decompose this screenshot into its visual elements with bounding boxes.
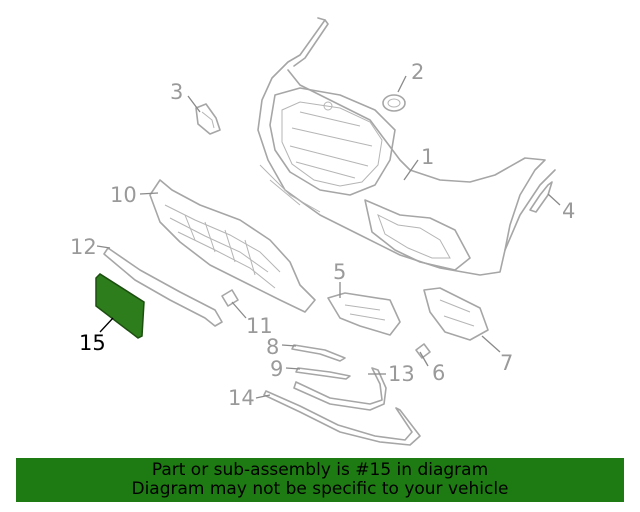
callout-10: 10 [110,183,137,207]
callout-9: 9 [270,357,283,381]
callout-8: 8 [266,335,279,359]
callout-7: 7 [500,351,513,375]
callout-5: 5 [333,260,346,284]
part-14-lower-trim[interactable] [263,390,421,446]
callout-15: 15 [79,331,106,355]
part-3-bracket[interactable] [195,103,221,135]
part-5-side-insert[interactable] [327,292,401,336]
part-13-curved-trim[interactable] [293,367,387,411]
part-9-trim-strip[interactable] [295,367,351,380]
part-11-clip[interactable] [221,289,239,307]
banner-line-part-number: Part or sub-assembly is #15 in diagram [151,460,489,480]
callout-2: 2 [411,60,424,84]
part-8-trim-strip[interactable] [291,344,346,362]
leader-lines [96,75,561,399]
callout-6: 6 [432,361,445,385]
banner-line-disclaimer: Diagram may not be specific to your vehi… [131,479,509,499]
callout-1: 1 [421,145,434,169]
callout-12: 12 [70,235,97,259]
part-6-clip[interactable] [415,343,431,359]
part-7-side-insert[interactable] [423,287,489,341]
callout-13: 13 [388,362,415,386]
part-12-trim-strip[interactable] [103,247,223,327]
callout-14: 14 [228,386,255,410]
callout-4: 4 [562,199,575,223]
info-banner: Part or sub-assembly is #15 in diagram D… [16,458,624,502]
callout-11: 11 [246,314,273,338]
part-1-bumper-cover[interactable] [257,17,556,276]
part-15-license-plate-bracket[interactable] [95,273,145,339]
part-10-grille[interactable] [149,179,316,313]
callout-3: 3 [170,80,183,104]
part-4-side-trim[interactable] [529,181,553,213]
part-2-emblem[interactable] [382,94,406,112]
